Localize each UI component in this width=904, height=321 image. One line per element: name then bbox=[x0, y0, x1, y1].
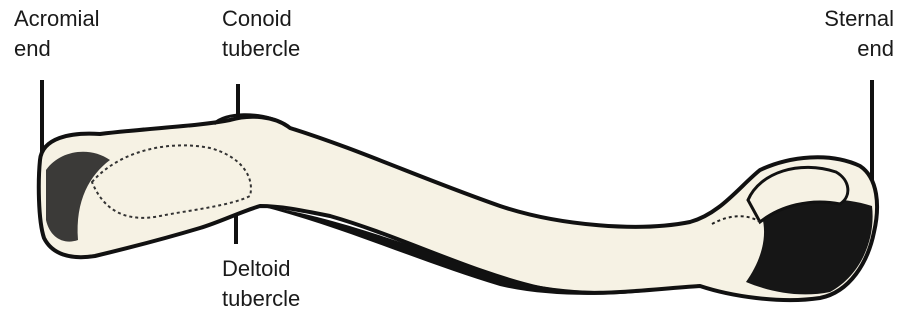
clavicle-illustration bbox=[0, 0, 904, 321]
